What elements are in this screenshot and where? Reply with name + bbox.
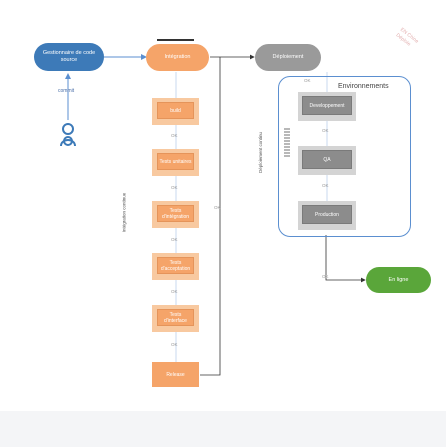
- stage-tests-unitaires: Tests unitaires: [157, 153, 194, 170]
- env-developpement: Developpement: [302, 96, 352, 115]
- integration-node: Intégration: [146, 44, 209, 71]
- release-to-deploiement-line: [200, 57, 221, 376]
- integration-top-bar: [157, 39, 194, 41]
- stage-tests-interface: Tests d'interface: [157, 309, 194, 326]
- deploiement-node: Déploiement: [255, 44, 321, 71]
- ok-env-top: OK: [304, 78, 311, 83]
- ok-2: OK: [171, 185, 178, 190]
- commit-label: commit: [58, 88, 75, 94]
- ok-env-1: OK: [322, 128, 329, 133]
- env-to-enligne-arrow: [325, 235, 366, 283]
- stage-tests-integration: Tests d'intégration: [157, 205, 194, 222]
- env-production: Production: [302, 205, 352, 224]
- ok-4: OK: [171, 289, 178, 294]
- environments-container: [278, 76, 411, 237]
- ok-env-2: OK: [322, 183, 329, 188]
- stage-build: build: [157, 102, 194, 119]
- environments-title: Environnements: [338, 83, 389, 90]
- env-qa: QA: [302, 150, 352, 169]
- ok-3: OK: [171, 237, 178, 242]
- deploiement-continu-label: Déploiement continu: [258, 131, 264, 174]
- ok-release: OK: [214, 205, 221, 210]
- person-icon: [60, 123, 76, 147]
- integration-continue-label: Intégration continue: [121, 192, 127, 233]
- scm-node: Gestionnaire de code source: [34, 43, 104, 71]
- ok-5: OK: [171, 342, 178, 347]
- ok-1: OK: [171, 133, 178, 138]
- stage-tests-acceptation: Tests d'acceptation: [157, 257, 194, 274]
- footer-strip: [0, 411, 446, 447]
- enligne-node: En ligne: [366, 267, 431, 293]
- environments-side-label: [284, 128, 290, 158]
- stage-release: Release: [152, 362, 199, 387]
- ok-enligne: OK: [322, 274, 329, 279]
